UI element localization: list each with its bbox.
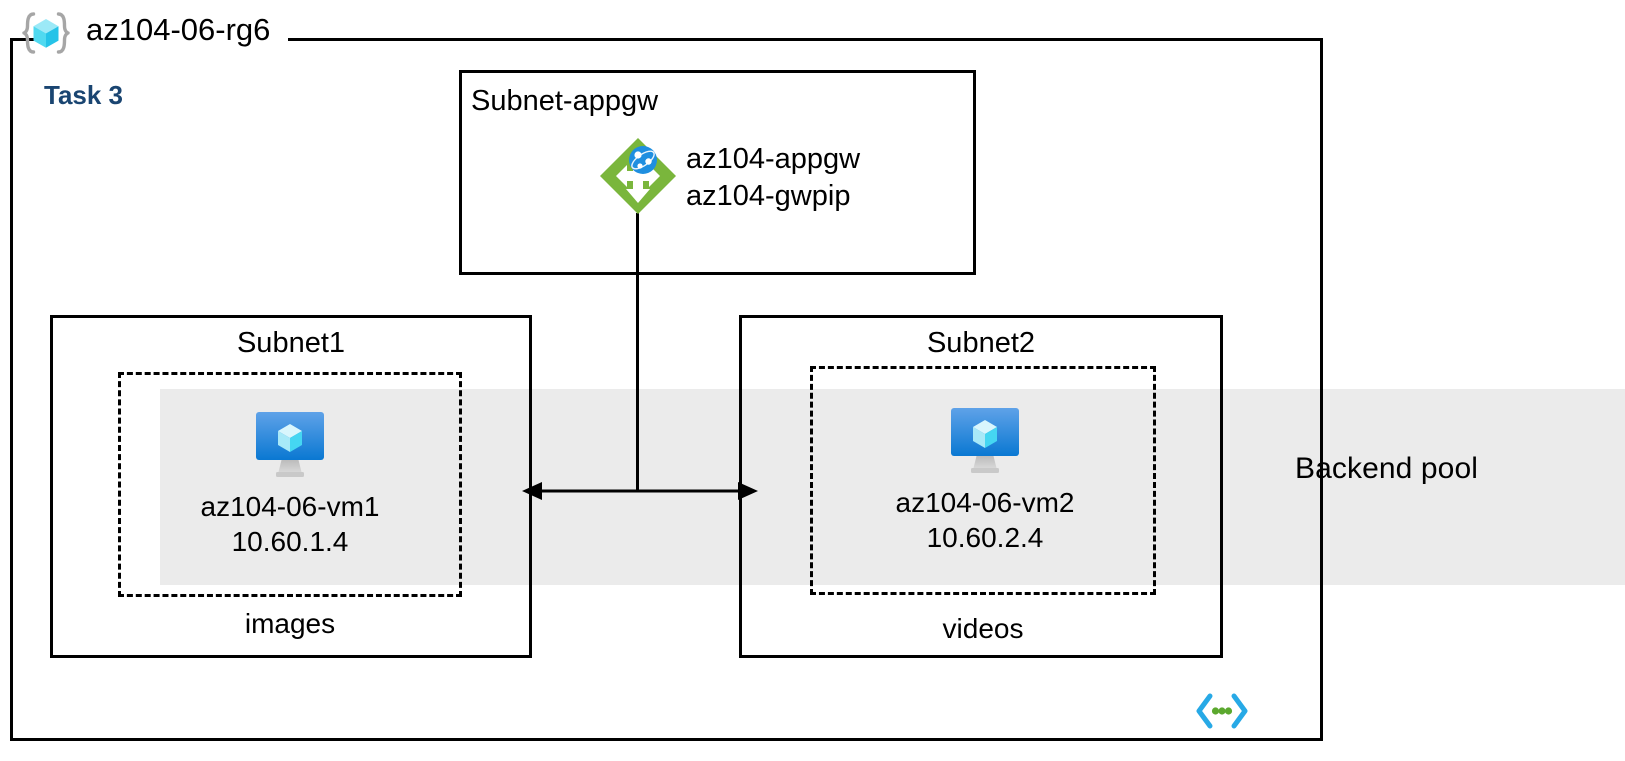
vm2-name: az104-06-vm2 bbox=[895, 487, 1075, 518]
vm1-ip: 10.60.1.4 bbox=[231, 525, 349, 557]
vm2-node: az104-06-vm2 10.60.2.4 bbox=[855, 400, 1115, 555]
vm1-name: az104-06-vm1 bbox=[200, 491, 380, 522]
gwpip-resource-name: az104-gwpip bbox=[686, 179, 851, 212]
appgw-resource-name: az104-appgw bbox=[686, 143, 861, 175]
subnet1-zone-label: images bbox=[244, 608, 336, 639]
subnet2-title: Subnet2 bbox=[926, 327, 1036, 359]
subnet-to-subnet-connector bbox=[522, 482, 758, 500]
backend-pool-band bbox=[160, 389, 1625, 585]
resource-group-frame-top-left bbox=[10, 38, 40, 41]
gateway-to-subnets-connector bbox=[636, 213, 639, 492]
task-label: Task 3 bbox=[44, 80, 124, 110]
subnet1-dashed-zone bbox=[118, 372, 462, 597]
application-gateway-icon bbox=[597, 135, 679, 217]
virtual-machine-icon bbox=[250, 404, 330, 482]
virtual-network-code-icon bbox=[1194, 690, 1250, 732]
subnet2-dashed-zone bbox=[810, 366, 1156, 595]
resource-group-title: az104-06-rg6 bbox=[86, 12, 271, 47]
vm1-node: az104-06-vm1 10.60.1.4 bbox=[160, 404, 420, 559]
resource-group-frame-top-right bbox=[288, 38, 1323, 41]
subnet2-zone-label: videos bbox=[942, 613, 1024, 644]
subnet1-box bbox=[50, 315, 532, 658]
subnet-appgw-title: Subnet-appgw bbox=[471, 85, 659, 117]
virtual-machine-icon bbox=[945, 400, 1025, 478]
resource-group-frame bbox=[10, 38, 1323, 741]
backend-pool-label: Backend pool bbox=[1295, 452, 1479, 485]
subnet-appgw-box bbox=[459, 70, 976, 275]
subnet1-title: Subnet1 bbox=[236, 327, 346, 359]
vm2-ip: 10.60.2.4 bbox=[926, 521, 1044, 553]
resource-group-cube-icon bbox=[18, 8, 74, 64]
application-gateway-labels: az104-appgw az104-gwpip bbox=[686, 141, 860, 214]
